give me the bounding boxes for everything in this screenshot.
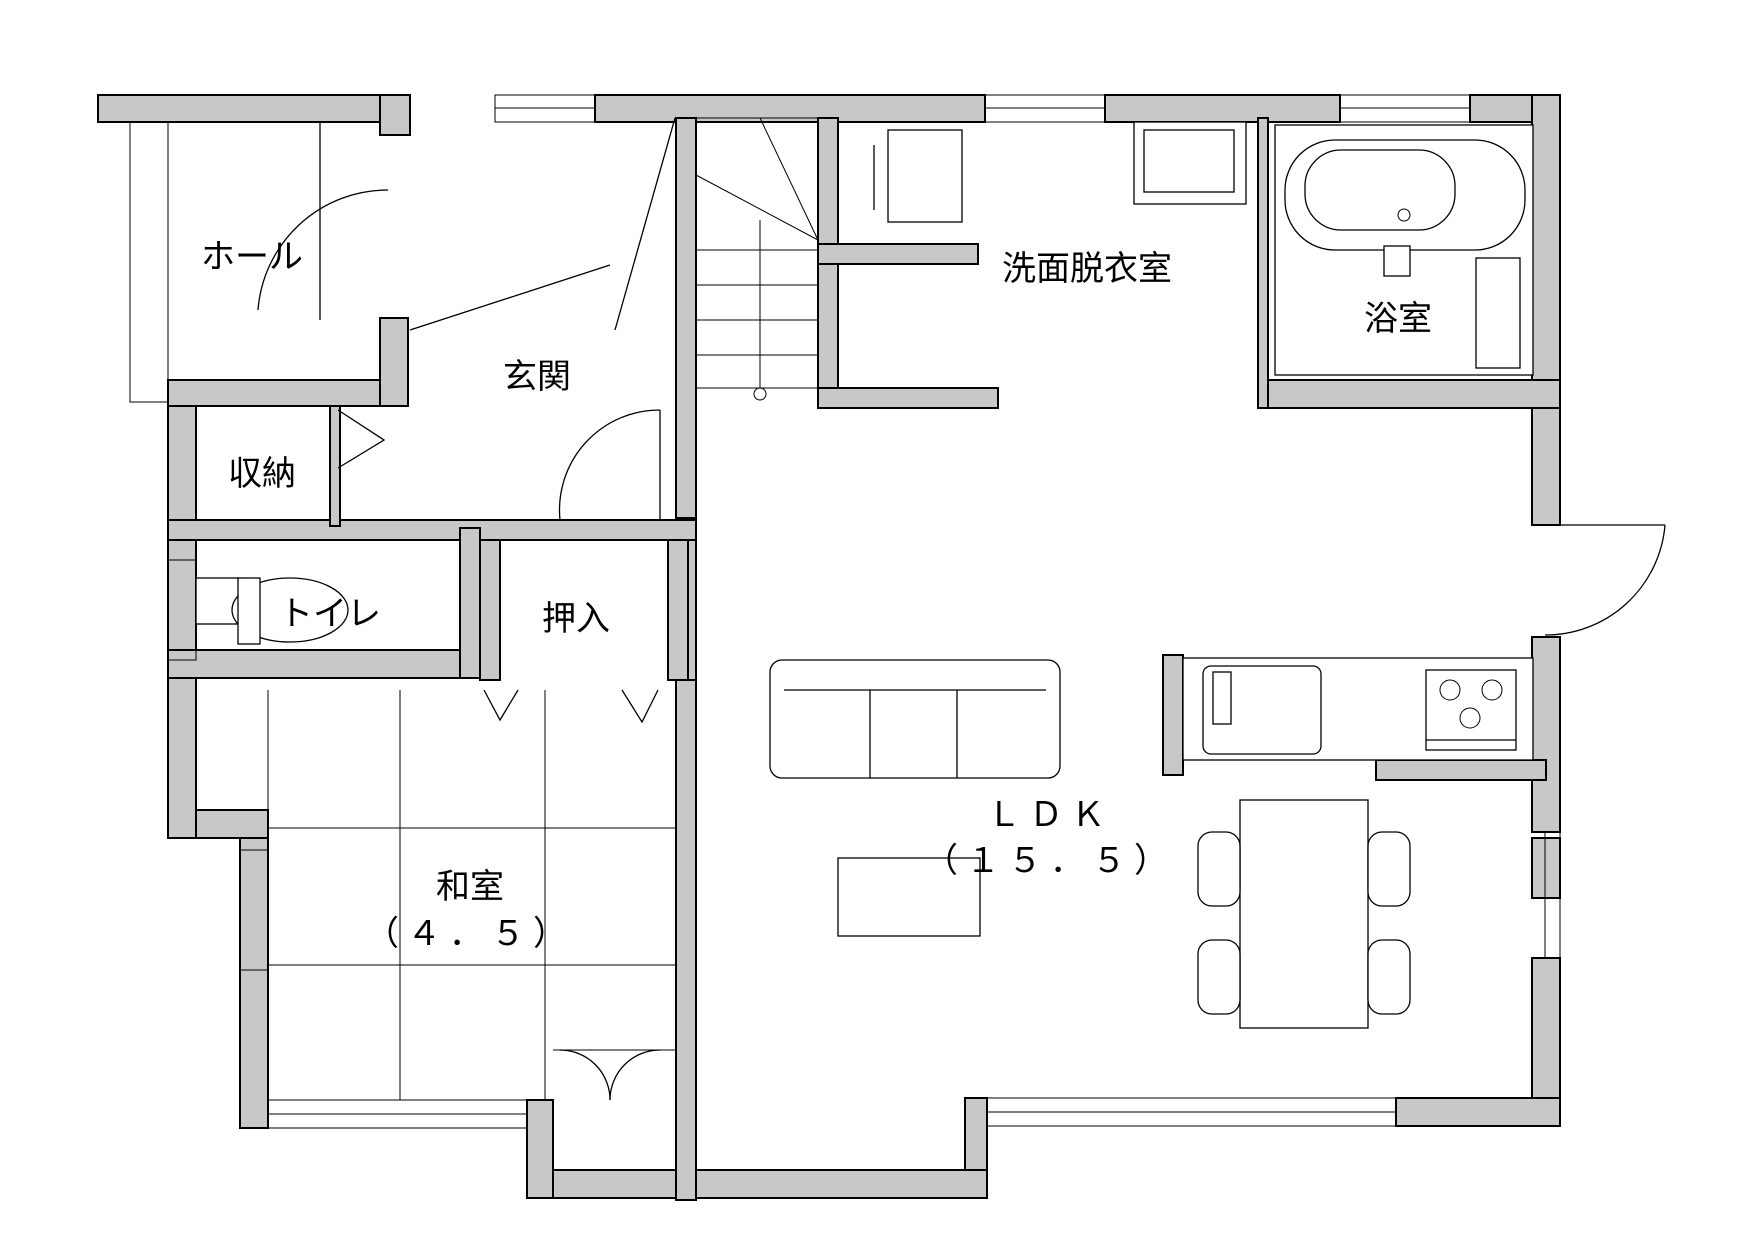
windows (129, 94, 1561, 1129)
closet-label: 押入 (542, 599, 610, 639)
ldk-area: （１５．５） (924, 841, 1176, 881)
hall-label: ホール (201, 237, 303, 277)
toilet-label: トイレ (279, 594, 381, 634)
doors (257, 122, 1666, 1101)
washroom-label: 洗面脱衣室 (1002, 249, 1172, 289)
ldk-label: ＬＤＫ (987, 795, 1113, 835)
entrance-label: 玄関 (503, 357, 571, 397)
washitsu-label: 和室 (436, 867, 504, 907)
living-furniture (769, 659, 1061, 937)
kitchen-fixtures (1182, 657, 1534, 761)
bath-fixtures (1274, 124, 1534, 376)
stairs (409, 117, 819, 401)
tatami-grid (267, 690, 676, 1100)
washitsu-area: （４．５） (365, 914, 575, 954)
washroom-fixtures (873, 121, 1247, 223)
dining-set (1197, 799, 1411, 1029)
walls (97, 94, 1561, 1201)
room-labels: ホール 玄関 収納 トイレ 押入 洗面脱衣室 浴室 ＬＤＫ （１５．５） 和室 … (201, 237, 1432, 954)
toilet-fixture (195, 577, 349, 645)
bathroom-label: 浴室 (1364, 299, 1432, 339)
storage-label: 収納 (228, 454, 296, 494)
